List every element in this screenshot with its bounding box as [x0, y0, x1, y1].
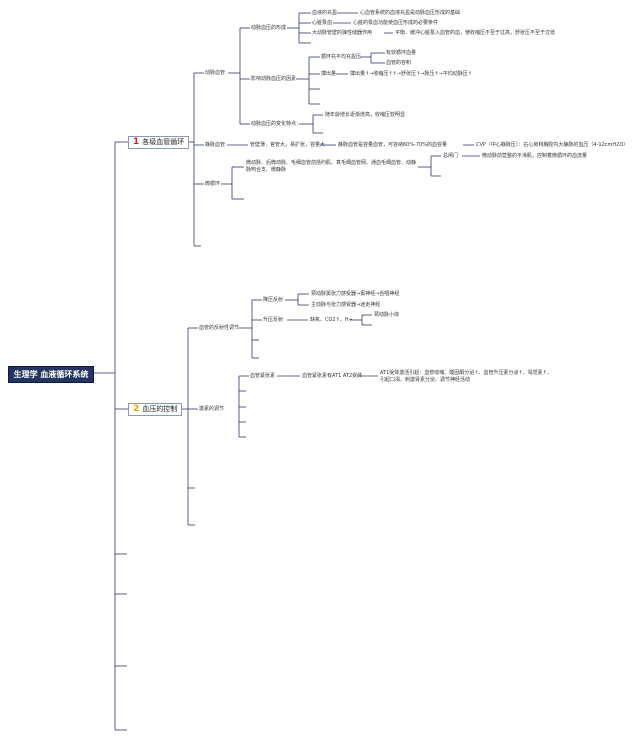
note-at1-effect: AT1受体激活引起：血管收缩、醛固酮分泌↑、血管升压素分泌↑、渴觉素↑、引起口渴…: [380, 370, 552, 383]
note-blood-filling: 心血管系统的血液充盈是动脉血压形成的基础: [360, 10, 461, 16]
node-bp-changes[interactable]: 动脉血压的变化特点：: [251, 121, 302, 127]
node-elastic-reservoir[interactable]: 大动脉管壁的弹性储器作用: [312, 30, 373, 36]
node-main-gate[interactable]: 总闸门: [443, 153, 459, 159]
node-blood-filling[interactable]: 血液的充盈: [312, 10, 338, 16]
node-heart-pumping[interactable]: 心脏泵血: [312, 20, 333, 26]
branch-label: 各级血管循环: [142, 138, 185, 146]
note-heart-pumping: 心脏的泵血功能使血压形成的必要条件: [353, 20, 439, 26]
note-stroke-volume: 搏出量↑→收缩压↑↑→舒张压↑→脉压↑→平均动脉压↑: [350, 71, 472, 77]
node-pressor-reflex[interactable]: 升压反射: [263, 317, 284, 323]
root-node[interactable]: 生理学 血液循环系统: [8, 366, 94, 383]
note-elastic-reservoir: 平衡、缓冲心脏泵入血管的血，使收缩压不至于过高，舒张压不至于过低: [395, 30, 556, 36]
note-main-gate: 微动脉前营整的平滑肌，控制着微循环的血流量: [482, 153, 588, 159]
node-humoral-regulation[interactable]: 激素的调节: [199, 406, 225, 412]
node-artery[interactable]: 动脉血管: [205, 70, 226, 76]
node-aortic-arch[interactable]: 主动脉弓张力感受器→迷走神经: [311, 302, 381, 308]
note-microcirculation-chain: 微动脉、后微动脉、毛细血管前括约肌、真毛细血管网、通血毛细血管、动静脉吻合支、微…: [246, 160, 417, 173]
node-vessel-capacity[interactable]: 血管的容积: [386, 60, 412, 66]
note-bp-changes: 随年龄增长逐渐增高，收缩压较明显: [325, 112, 406, 118]
node-angiotensin[interactable]: 血管紧张素: [250, 373, 276, 379]
branch-number: 2: [133, 404, 140, 414]
node-depressor-reflex[interactable]: 降压反射: [263, 297, 284, 303]
note-cvp: CVP（中心静脉压）：右心房和胸腔内大静脉的血压（4-12cmH2O）: [476, 142, 629, 148]
node-stroke-volume[interactable]: 搏出量: [321, 71, 337, 77]
node-carotid-sinus[interactable]: 颈动脉窦张力感受器→窦神经→舌咽神经: [311, 291, 400, 297]
node-microcirculation[interactable]: 微循环: [205, 181, 221, 187]
branch-number: 1: [133, 137, 140, 147]
note-vein-capacity: 静脉血管是容量血管，可容纳60%-70%的血容量: [338, 142, 448, 148]
node-neural-reflex[interactable]: 血管的反射性调节: [199, 325, 240, 331]
branch-label: 血压的控制: [142, 405, 178, 413]
node-mean-filling-pressure[interactable]: 循环充平均充盈压: [321, 54, 362, 60]
note-vein-characteristics: 管壁薄，官管大，易扩张，容量大: [250, 142, 326, 148]
node-bp-formation[interactable]: 动脉血压的形成: [251, 25, 287, 31]
node-effective-blood-volume[interactable]: 有效循环血量: [386, 50, 417, 56]
note-angiotensin-receptor: 血管紧张素有AT1 AT2受体: [302, 373, 363, 379]
node-vein[interactable]: 静脉血管: [205, 142, 226, 148]
node-carotid-body[interactable]: 颈动脉小体: [374, 312, 400, 318]
node-bp-factors[interactable]: 影响动脉血压的因素: [251, 76, 297, 82]
note-pressor-stimuli: 缺氧、CO2↑、H+: [310, 317, 353, 323]
